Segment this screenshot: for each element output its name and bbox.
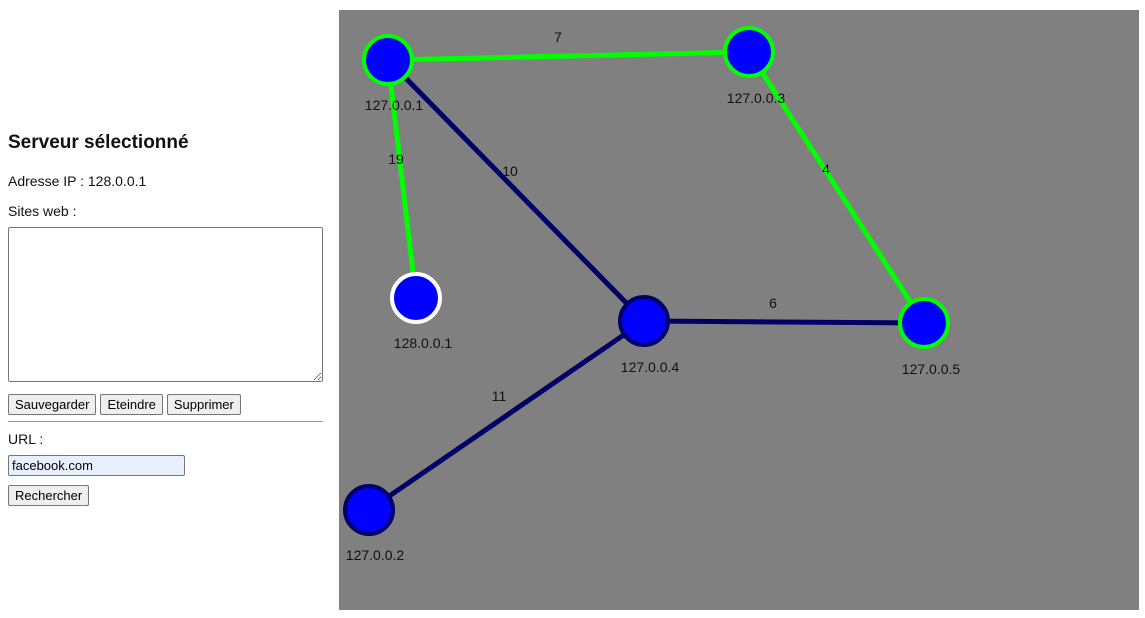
edge-weight-label: 10: [502, 163, 518, 179]
edge-127-0-0-4-127-0-0-2[interactable]: [367, 318, 646, 513]
edge-weight-label: 7: [554, 29, 562, 45]
save-button[interactable]: Sauvegarder: [8, 394, 97, 415]
edges-layer: 7 19 10 4 6 11: [367, 29, 927, 513]
sites-textarea[interactable]: [8, 227, 323, 382]
url-input[interactable]: [8, 455, 185, 476]
node-address-label: 127.0.0.5: [902, 361, 961, 377]
server-node-127-0-0-2[interactable]: [343, 484, 395, 536]
edge-127-0-0-4-127-0-0-5[interactable]: [643, 318, 925, 326]
server-node-127-0-0-1[interactable]: [362, 34, 414, 86]
node-address-label: 127.0.0.1: [365, 97, 424, 113]
edge-weight-label: 6: [769, 295, 777, 311]
action-buttons: Sauvegarder Eteindre Supprimer: [8, 394, 241, 415]
edge-127-0-0-1-127-0-0-3[interactable]: [387, 49, 750, 63]
sites-label: Sites web :: [8, 203, 77, 219]
server-node-128-0-0-1[interactable]: [390, 272, 442, 324]
edge-127-0-0-3-127-0-0-5[interactable]: [746, 50, 927, 325]
server-node-127-0-0-4[interactable]: [618, 295, 670, 347]
node-address-label: 127.0.0.2: [346, 547, 405, 563]
edge-127-0-0-1-128-0-0-1[interactable]: [385, 59, 419, 299]
panel-title: Serveur sélectionné: [8, 132, 189, 153]
edge-weight-label: 19: [388, 151, 404, 167]
shutdown-button[interactable]: Eteindre: [100, 394, 163, 415]
node-address-label: 127.0.0.3: [727, 90, 786, 106]
url-label: URL :: [8, 431, 44, 447]
edge-weight-label: 4: [822, 161, 830, 177]
node-address-label: 128.0.0.1: [394, 335, 453, 351]
nodes-layer: 127.0.0.1 127.0.0.3 128.0.0.1 127.0.0.4 127.…: [343, 26, 961, 563]
delete-button[interactable]: Supprimer: [166, 394, 241, 415]
server-node-127-0-0-5[interactable]: [898, 297, 950, 349]
divider: [8, 421, 323, 422]
search-button[interactable]: Rechercher: [8, 485, 90, 506]
server-node-127-0-0-3[interactable]: [723, 26, 775, 78]
edge-weight-label: 11: [492, 388, 507, 404]
edge-127-0-0-1-127-0-0-4[interactable]: [386, 58, 646, 323]
ip-address-text: Adresse IP : 128.0.0.1: [8, 173, 147, 189]
node-address-label: 127.0.0.4: [621, 359, 680, 375]
